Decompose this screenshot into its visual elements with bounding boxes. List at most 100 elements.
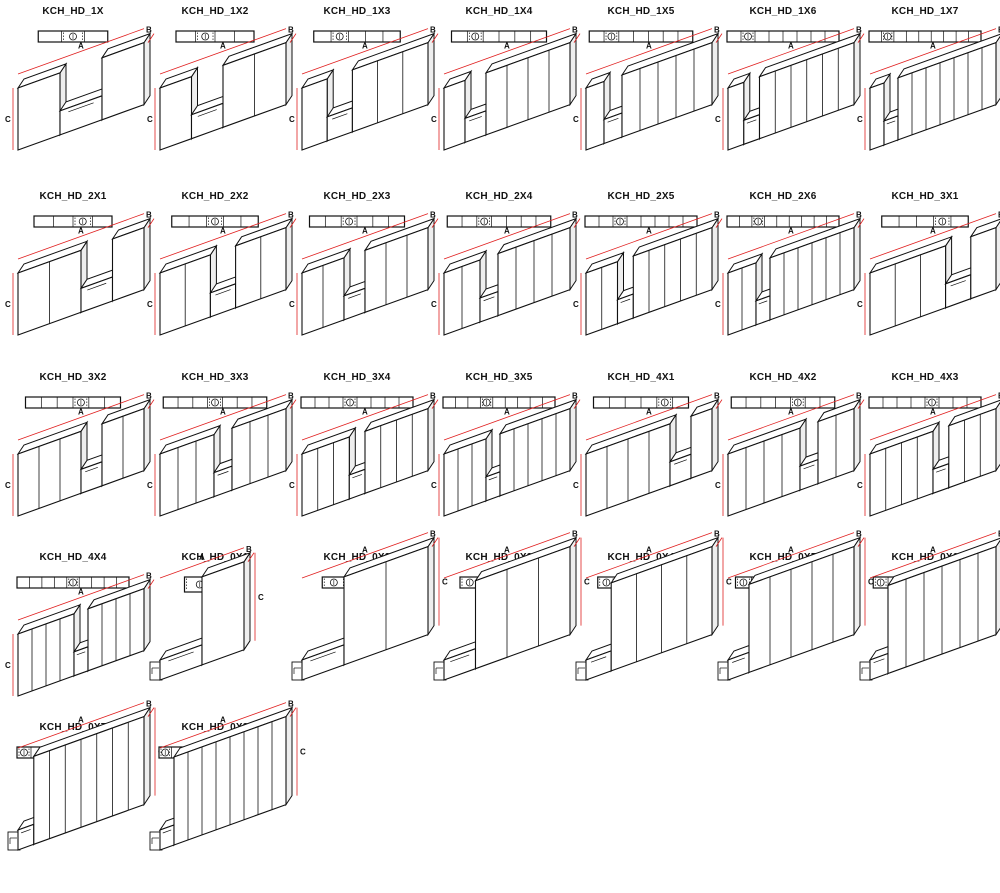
module-figure: ABC [5,572,155,697]
module-label: KCH_HD_1X2 [181,6,249,17]
module-label: KCH_HD_2X1 [39,191,107,202]
plan-outline [881,215,969,228]
module-figure: ABC [715,392,865,517]
sink-rail [590,656,607,663]
dimension-label-b: B [998,392,1000,401]
dimension-label-b: B [430,211,436,220]
module-drawing: KCH_HD_1X7ABC [854,2,1000,177]
module-figure: ABC [573,26,723,151]
dimension-line-b [573,218,581,228]
plan-outline [313,30,401,43]
dimension-lines: A B C [289,26,439,150]
dimension-line-b [857,399,865,409]
side-face [995,539,1000,637]
dimension-label-a: A [78,587,84,596]
isometric-view: ABC [147,392,297,517]
front-face [101,41,145,121]
dimension-lines: ABC [159,545,264,641]
dimension-line-a [869,532,997,579]
dimension-line-a [17,702,145,749]
plan-sink-symbol [471,32,480,41]
dimension-label-b: B [572,530,578,539]
plan-sink-symbol [201,32,210,41]
dimension-lines: ABC [857,26,1000,150]
dimension-label-c: C [300,748,306,757]
module-figure: ABC [857,211,1000,336]
left-tall-unit [584,413,678,517]
dimension-label-c: C [258,593,264,602]
isometric-view: A B C [289,26,439,151]
plan-view [726,215,840,228]
right-tall-unit [342,535,436,666]
plan-outline [446,215,552,228]
dimension-lines: ABC [431,211,581,335]
dimension-lines: ABC [289,211,439,335]
dimension-label-b: B [288,26,294,35]
front-face [73,646,89,677]
dimension-label-b: B [856,530,862,539]
dimension-label-a: A [78,407,84,416]
dimension-lines: ABC [301,530,448,626]
end-stool [149,831,163,851]
plan-view [16,576,130,589]
plan-sink-symbol [938,217,947,226]
dimension-label-c: C [289,481,295,490]
front-face [621,41,713,138]
dimension-line-b [147,707,155,717]
front-face [159,824,175,851]
dimension-label-a: A [362,226,368,235]
dimension-label-a: A [646,41,652,50]
dimension-line-b [715,537,723,547]
plan-sink-symbol [660,398,669,407]
dimension-label-a: A [930,41,936,50]
isometric-view: ABC [431,26,581,151]
module-label: KCH_HD_0X4 [607,552,675,563]
plan-view [588,30,694,43]
front-face [690,407,713,479]
dimension-label-a: A [646,545,652,554]
module-label: KCH_HD_3X2 [39,372,107,383]
dimension-line-a [585,394,713,441]
sink-rail [950,280,966,287]
dimension-label-c: C [289,115,295,124]
dimension-label-c: C [573,481,579,490]
plan-view [592,396,690,409]
sink-rail [620,298,631,303]
dimension-label-a: A [199,553,205,562]
dimension-label-c: C [5,300,11,309]
right-tall-unit [200,551,252,666]
module-figure: ABC [5,392,155,517]
plan-sink-symbol [793,398,802,407]
dimension-label-a: A [362,545,368,554]
dimension-label-a: A [362,41,368,50]
dimension-lines: ABC [443,530,590,626]
front-face [301,78,328,151]
plan-sink-symbol [69,578,77,587]
front-face [159,433,215,517]
right-tall-unit [234,216,294,309]
module-label: KCH_HD_2X3 [323,191,391,202]
sink-rail [758,300,768,305]
plan-view [881,215,969,228]
dimension-label-c: C [868,578,874,587]
sink-rail [85,466,98,473]
sink-rail [607,118,619,123]
dimension-lines: ABC [573,211,723,335]
right-tall-unit [351,31,436,133]
module-figure: ABC [147,26,297,151]
dimension-label-b: B [146,572,152,581]
isometric-view: ABC [5,26,155,151]
module-drawing: KCH_HD_0X7ABC [2,700,164,893]
dimension-line-a [585,28,713,75]
dimension-line-a [17,574,145,621]
module-label: KCH_HD_1X5 [607,6,675,17]
dimension-line-b [289,399,297,409]
dimension-lines: ABC [147,211,297,335]
module-figure: ABC [857,26,1000,151]
dimension-lines: ABC [585,530,732,626]
front-face [443,438,487,517]
